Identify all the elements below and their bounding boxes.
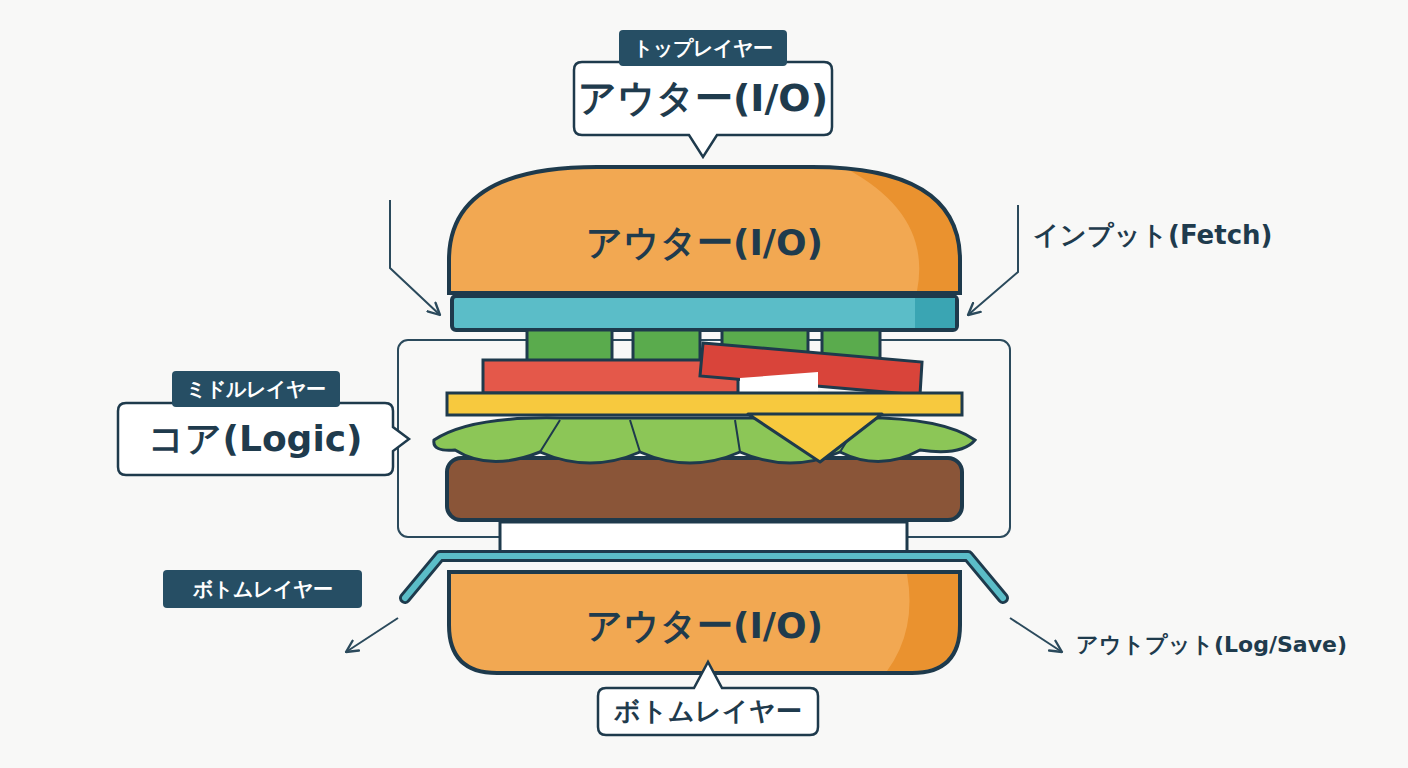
layer-text: ボトムレイヤー [193,576,333,603]
tomato-gap [740,372,818,393]
callout-outline [118,403,409,475]
input-label: インプット(Fetch) [1033,218,1272,253]
layer-text: ボトムレイヤー [614,694,802,729]
bun-shade [887,574,958,671]
input-arrow [968,205,1018,315]
bun-fill [449,572,960,673]
input-arrow [390,200,440,315]
layer-text: アウター(I/O) [586,602,823,651]
output-label: アウトプット(Log/Save) [1076,630,1347,660]
cheese-drip [748,414,882,462]
core-bracket [398,340,1010,537]
layer-heading: ミドルレイヤー [172,371,340,407]
output-arrow [1010,618,1062,652]
white-layer [500,522,907,552]
bun-outline [449,572,960,673]
cheese-slice [447,393,962,415]
bottom-bun: アウター(I/O) [447,570,962,675]
teal-layer [452,296,957,330]
patty [447,458,962,520]
layer-text: アウター(I/O) [578,73,828,124]
bun-fill [449,167,960,293]
bun-shade [847,169,958,291]
layer-callout: ミドルレイヤーコア(Logic) [118,403,393,475]
layer-callout: トップレイヤーアウター(I/O) [574,62,832,135]
callout-outline [598,662,818,735]
tag-fill [163,570,362,608]
bun-outline [449,167,960,293]
output-arrow [346,618,398,652]
tomato-slice [700,343,922,395]
top-bun: アウター(I/O) [447,165,962,295]
layer-text: アウター(I/O) [586,219,823,268]
callout-outline [574,62,832,157]
lettuce [434,418,975,463]
teal-shade [915,298,955,328]
layer-heading: トップレイヤー [619,30,787,66]
layer-text: コア(Logic) [148,415,362,464]
layer-callout: ボトムレイヤー [598,688,818,735]
layer-tag: ボトムレイヤー [163,570,362,608]
